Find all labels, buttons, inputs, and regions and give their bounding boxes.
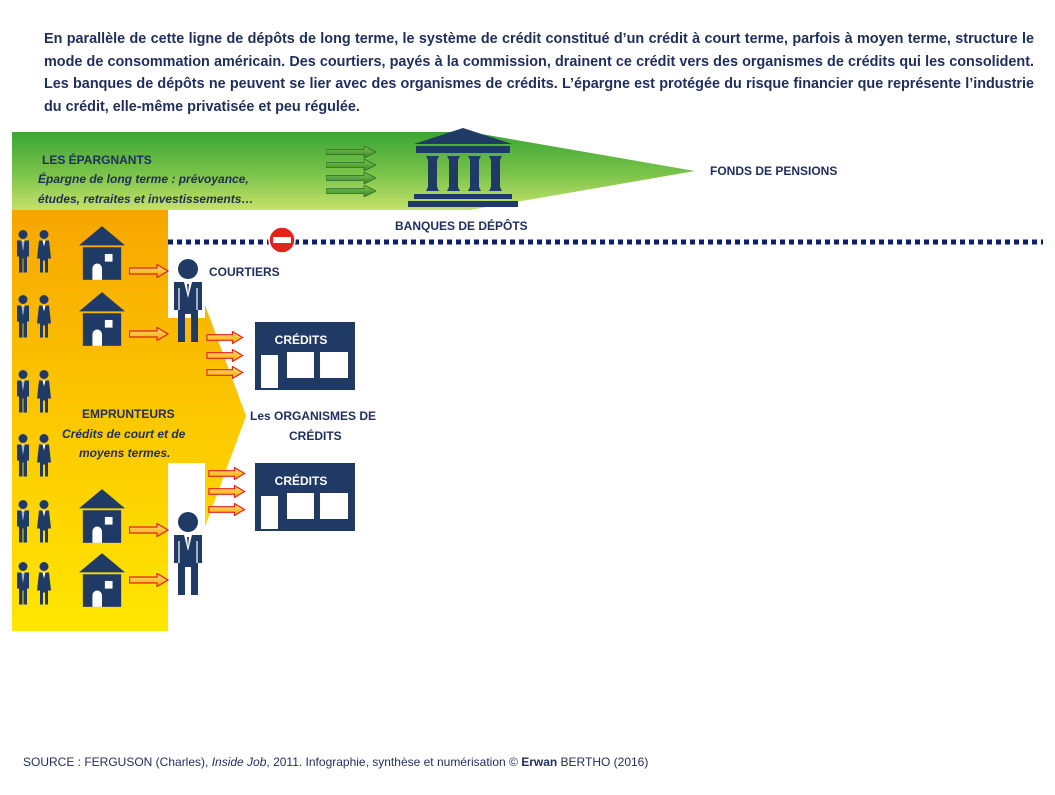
deposit-banks-label: BANQUES DE DÉPÔTS	[395, 219, 528, 233]
source-citation: SOURCE : FERGUSON (Charles), Inside Job,…	[23, 755, 648, 769]
source-author-last: BERTHO (2016)	[557, 755, 649, 769]
arrow-right-icon	[208, 503, 246, 516]
intro-paragraph: En parallèle de cette ligne de dépôts de…	[44, 31, 1034, 115]
broker-icon	[173, 511, 203, 595]
pension-funds-label: FONDS DE PENSIONS	[710, 164, 838, 178]
savers-description-line1: Épargne de long terme : prévoyance,	[38, 172, 249, 186]
borrowers-arrow-band	[12, 210, 246, 631]
no-entry-icon	[268, 226, 296, 254]
credit-box-label: CRÉDITS	[274, 333, 328, 347]
credit-orgs-label-line2: CRÉDITS	[289, 429, 342, 443]
source-middle: , 2011. Infographie, synthèse et numéris…	[266, 755, 522, 769]
credit-orgs-label-line1: Les ORGANISMES DE	[250, 409, 377, 423]
borrowers-title: EMPRUNTEURS	[82, 407, 175, 421]
borrowers-description-line1: Crédits de court et de	[62, 427, 186, 441]
bank-icon	[408, 128, 518, 207]
savers-arrow-band	[12, 132, 695, 210]
credit-box-label: CRÉDITS	[274, 474, 328, 488]
borrowers-description-line2: moyens termes.	[79, 446, 171, 460]
source-prefix: SOURCE : FERGUSON (Charles),	[23, 755, 212, 769]
source-author-first: Erwan	[521, 755, 558, 769]
savers-description-line2: études, retraites et investissements…	[38, 192, 254, 206]
source-work-title: Inside Job	[211, 755, 267, 769]
brokers-label: COURTIERS	[209, 265, 280, 279]
savers-title: LES ÉPARGNANTS	[42, 153, 152, 167]
